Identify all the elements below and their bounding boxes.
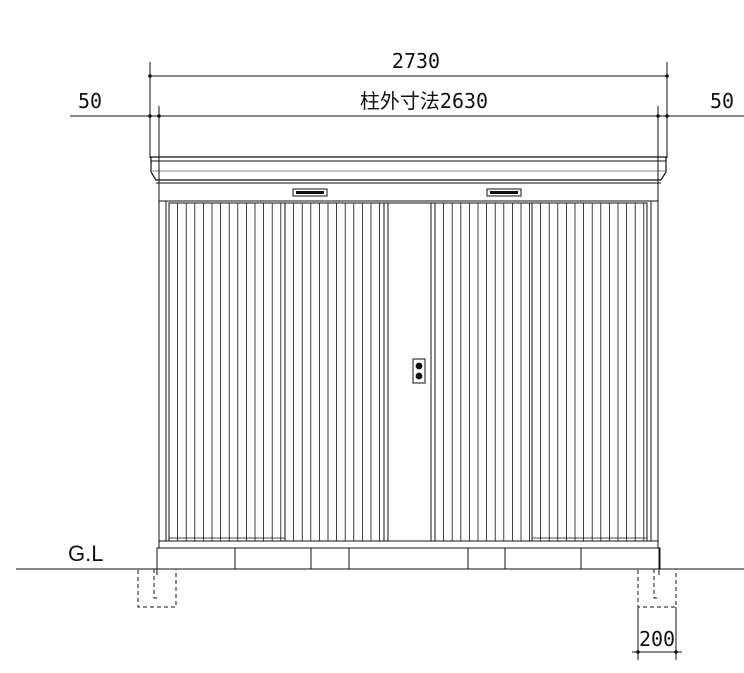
right-overhang-label: 50 [710, 89, 734, 113]
door-handle [412, 358, 426, 384]
overall-width-label: 2730 [392, 49, 440, 73]
wall-panels [168, 202, 648, 542]
post-outer-label: 柱外寸法2630 [360, 89, 488, 113]
foundation-right [637, 548, 677, 608]
foundation-left [137, 548, 177, 608]
footing-width-label: 200 [639, 627, 675, 651]
vent-left [292, 188, 328, 197]
floor-base [156, 540, 661, 570]
left-post [158, 200, 167, 542]
header-beam [158, 182, 659, 202]
left-overhang-label: 50 [78, 89, 102, 113]
right-post [650, 200, 659, 542]
left-door-panel [284, 202, 385, 542]
roof [150, 156, 667, 184]
overall-width-dimension: 2730 [148, 49, 669, 158]
right-wall-panel [531, 202, 648, 542]
footing-dimension: 200 [632, 607, 682, 660]
ground-line: G.L [16, 541, 744, 570]
ground-level-label: G.L [68, 541, 103, 566]
vent-right [486, 188, 522, 197]
right-door-panel [434, 202, 533, 542]
center-door-stile [383, 202, 436, 542]
left-wall-panel [168, 202, 286, 542]
